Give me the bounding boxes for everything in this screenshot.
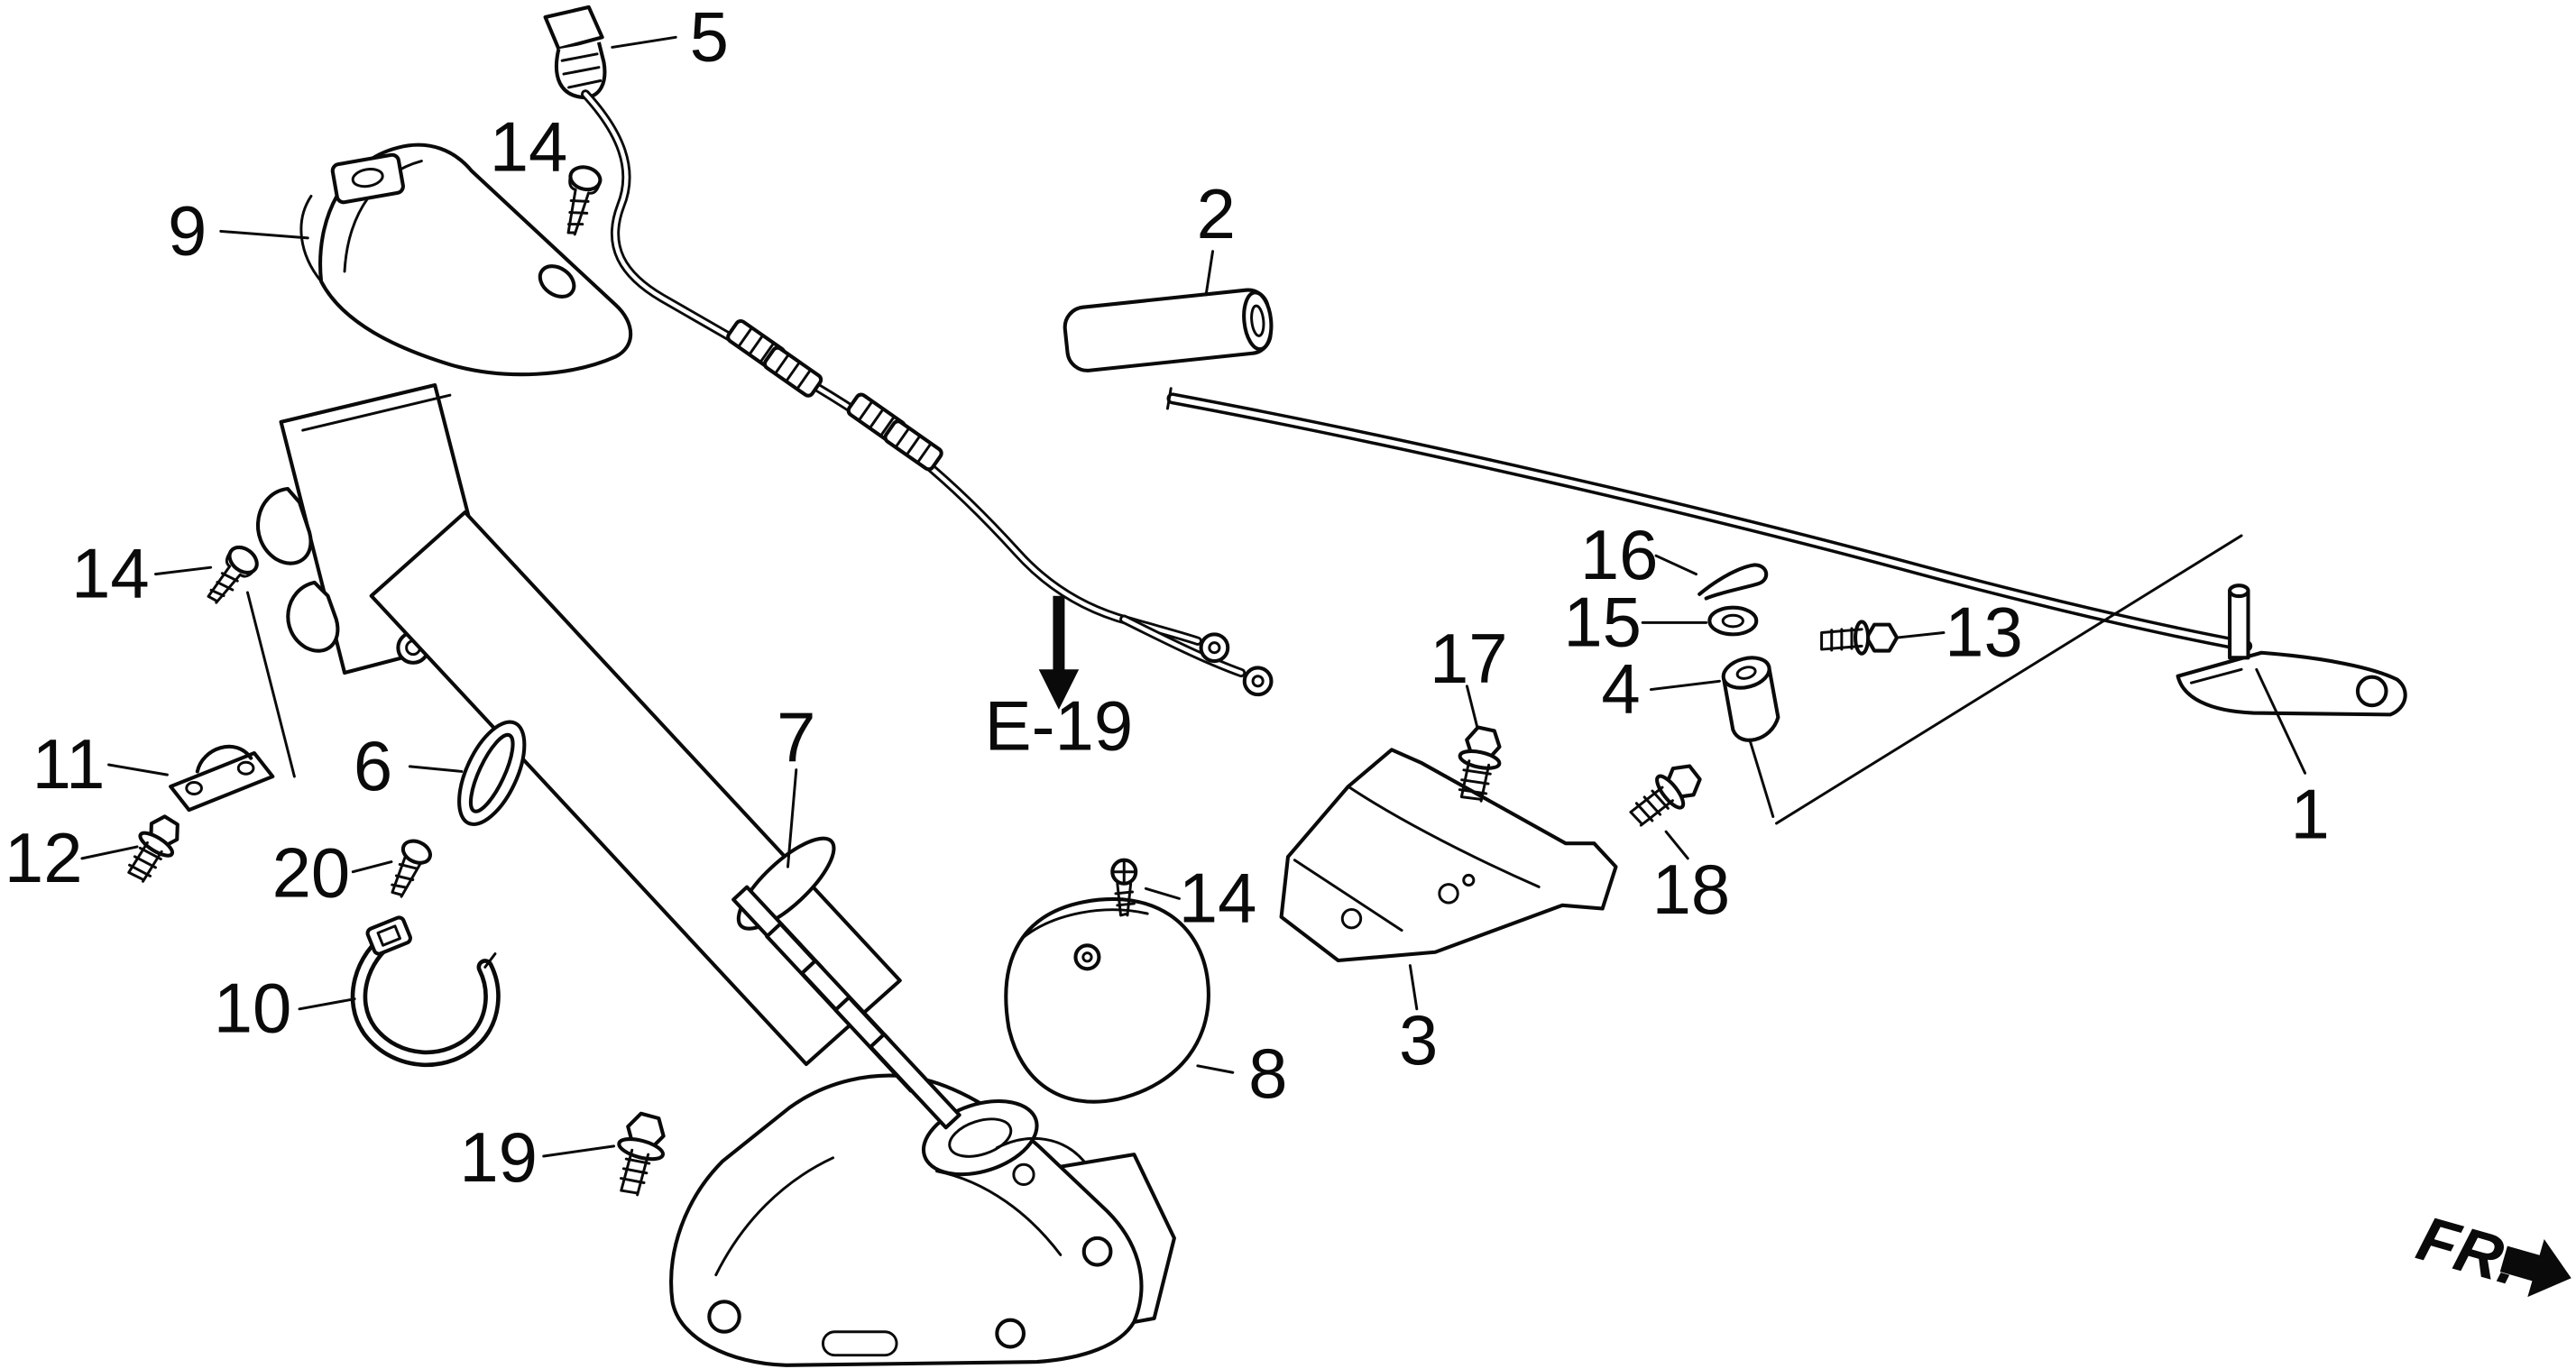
part-label-2: 2	[1197, 174, 1236, 253]
screw-part20	[391, 839, 432, 898]
part-label-13: 13	[1945, 592, 2023, 671]
ref-label-e19: E-19	[985, 685, 1134, 765]
part-label-18: 18	[1652, 850, 1731, 929]
part-label-9: 9	[168, 190, 207, 270]
stay-part3	[1279, 748, 1618, 963]
washer-part15	[1707, 605, 1759, 637]
bolt-part12	[127, 814, 179, 883]
column-assembly	[255, 382, 1176, 1367]
part-label-14-top: 14	[490, 107, 568, 187]
clamp-part11	[169, 744, 275, 813]
cover-part8	[1004, 896, 1210, 1104]
part-label-12: 12	[5, 818, 83, 897]
rod-part1	[1165, 387, 2253, 652]
bolt-part18	[1629, 764, 1702, 827]
part-label-6: 6	[354, 726, 392, 805]
fr-indicator: FR.	[2410, 1202, 2571, 1299]
part-label-20: 20	[272, 833, 351, 913]
part-label-19: 19	[459, 1117, 538, 1197]
part-label-11: 11	[32, 724, 106, 804]
part-label-5: 5	[690, 0, 729, 76]
part-label-7: 7	[777, 697, 815, 776]
fr-arrow-icon	[2499, 1238, 2571, 1298]
part-label-3: 3	[1399, 1000, 1438, 1080]
part-label-10: 10	[214, 969, 292, 1048]
screw-part14-left	[207, 545, 259, 604]
bolt-part17	[1458, 725, 1502, 803]
bracket-part1	[2176, 583, 2407, 717]
cover-part9	[299, 142, 633, 377]
grip-part2	[1063, 288, 1274, 372]
part-label-15: 15	[1563, 582, 1642, 661]
e19-arrow-icon	[1038, 595, 1080, 710]
loop-part6	[457, 720, 527, 827]
cotter-pin-part16	[1697, 563, 1769, 601]
part-label-16: 16	[1580, 515, 1659, 594]
screw-part14-mid	[1110, 858, 1138, 917]
collar-part4	[1721, 656, 1780, 742]
screw-part14-top	[566, 165, 603, 236]
leader-lines	[80, 35, 2307, 1158]
part-label-14-left: 14	[71, 534, 150, 613]
band-part10	[350, 915, 501, 1068]
part-label-17: 17	[1430, 619, 1508, 698]
part-label-8: 8	[1248, 1034, 1287, 1113]
part-label-4: 4	[1601, 649, 1640, 729]
part-label-14-mid: 14	[1179, 858, 1257, 937]
cable-assembly-part5	[543, 5, 1274, 697]
bolt-part13	[1820, 620, 1900, 656]
bolt-part19	[617, 1111, 666, 1197]
part-label-1: 1	[2290, 775, 2329, 854]
part-labels: 5 14 9 2 16 15 13 17 4 1 14 11 12 6 20 7…	[5, 0, 2330, 1197]
